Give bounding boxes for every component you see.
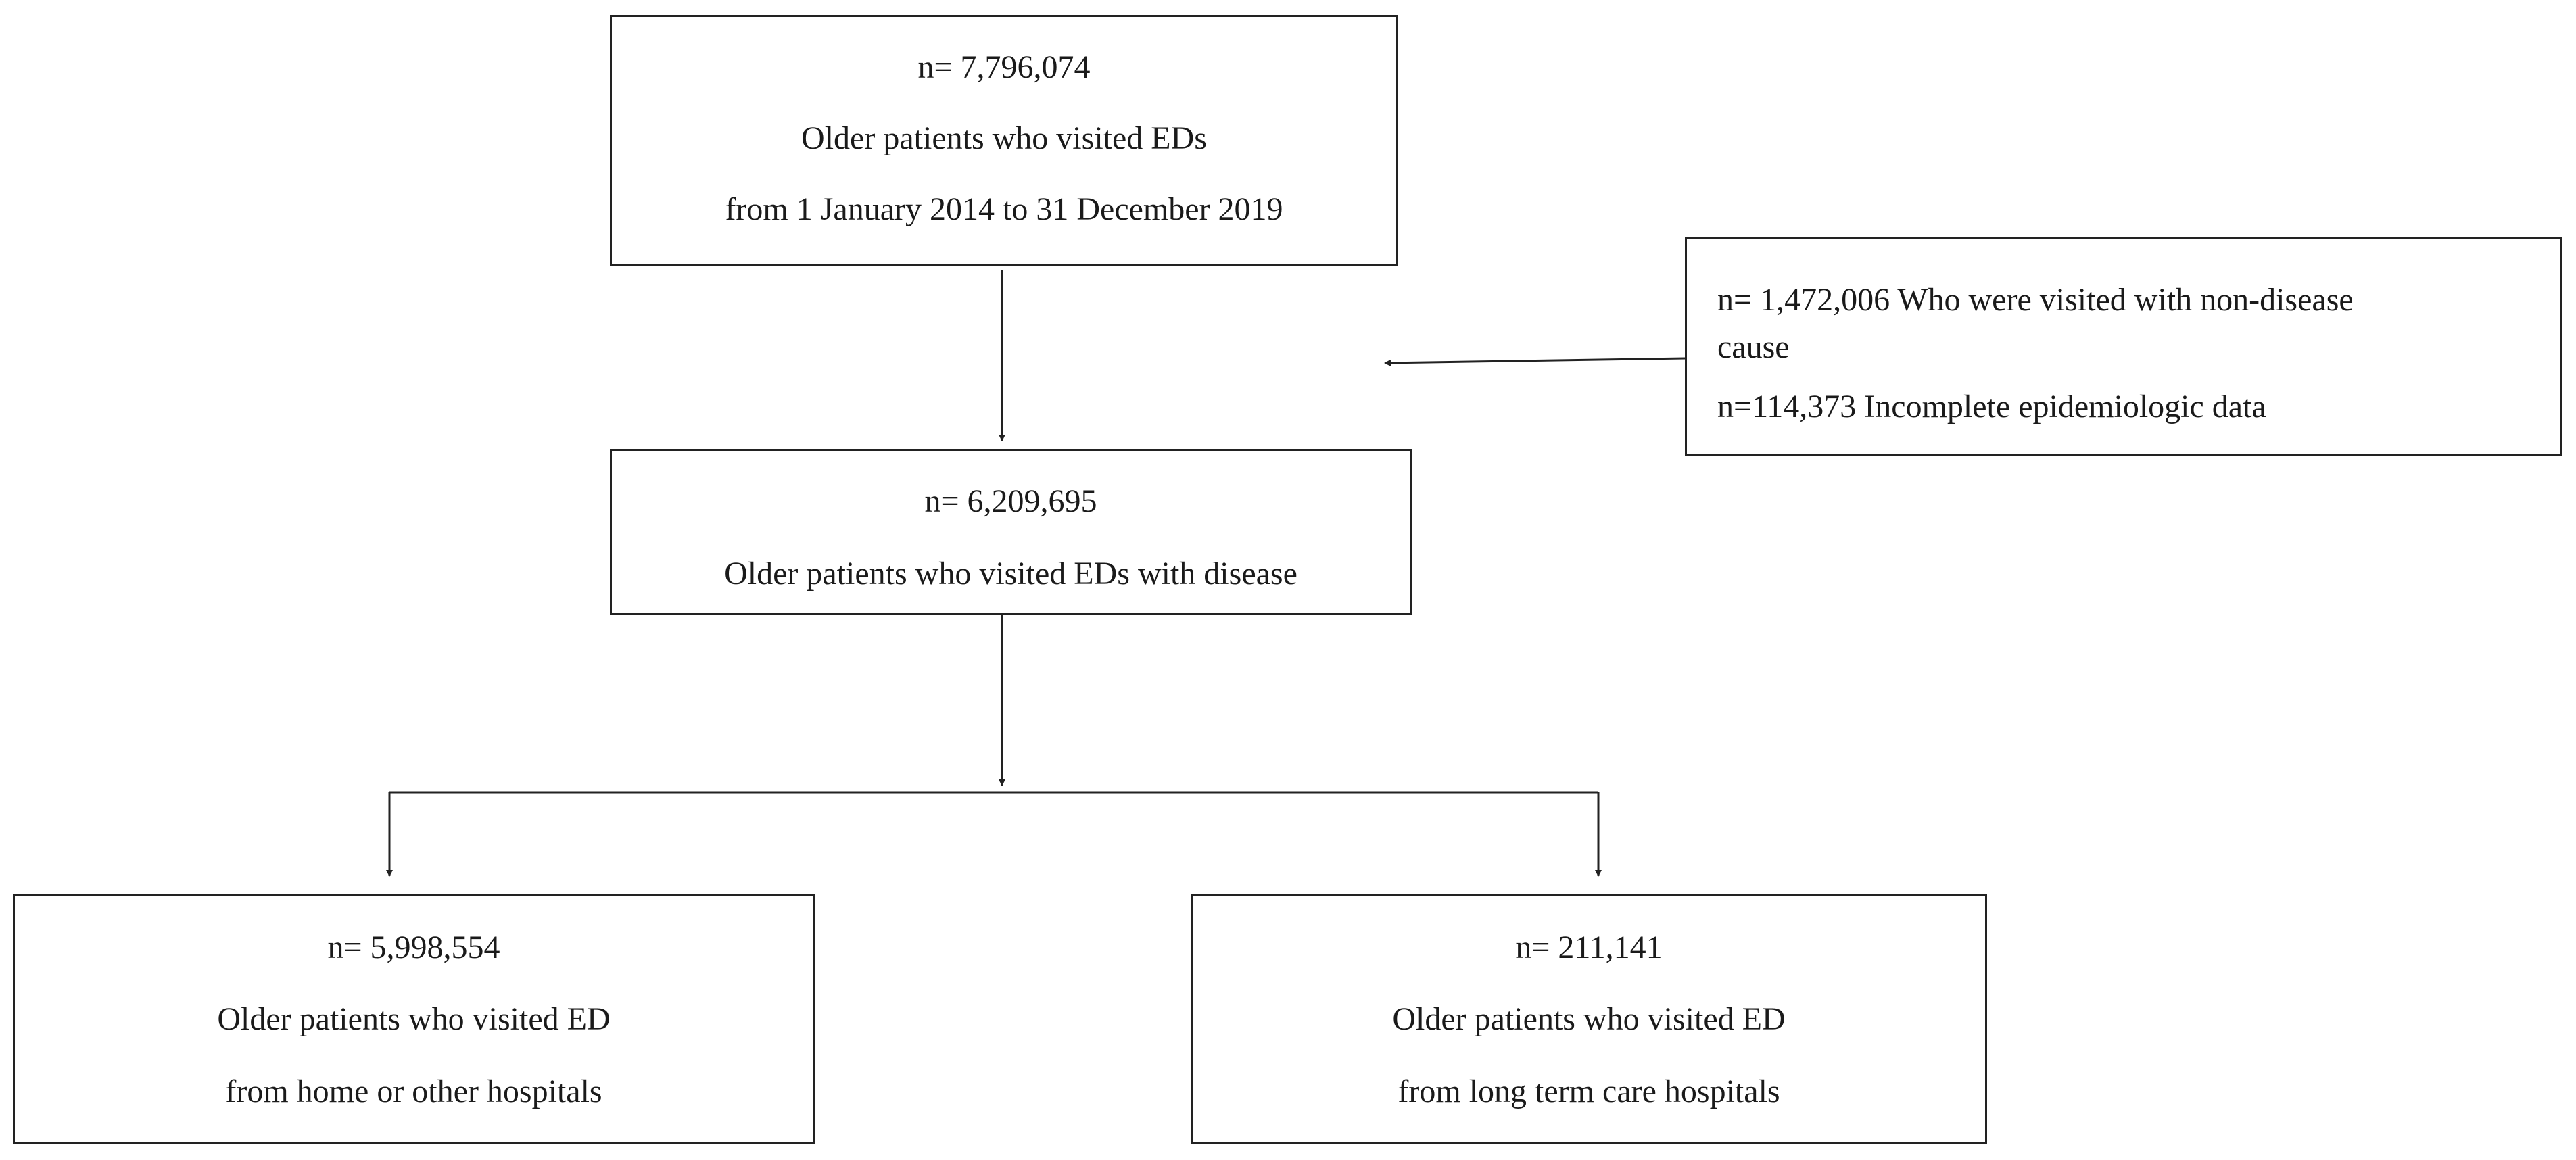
- arrow-exclusion: [1384, 357, 1686, 366]
- ltch-description: Older patients who visited ED: [1392, 1001, 1786, 1037]
- ltch-origin: from long term care hospitals: [1398, 1073, 1780, 1109]
- home-origin-box: n= 5,998,554 Older patients who visited …: [13, 894, 815, 1144]
- ltch-origin-box: n= 211,141 Older patients who visited ED…: [1191, 894, 1987, 1144]
- home-count: n= 5,998,554: [327, 929, 500, 965]
- exclusion-non-disease-cont: cause: [1717, 329, 1790, 365]
- home-origin: from home or other hospitals: [225, 1073, 602, 1109]
- total-count: n= 7,796,074: [917, 49, 1091, 85]
- home-description: Older patients who visited ED: [217, 1001, 611, 1037]
- exclusion-incomplete-data: n=114,373 Incomplete epidemiologic data: [1717, 389, 2266, 425]
- total-date-range: from 1 January 2014 to 31 December 2019: [725, 191, 1283, 227]
- total-visits-box: n= 7,796,074 Older patients who visited …: [610, 15, 1398, 266]
- exclusion-box: n= 1,472,006 Who were visited with non-d…: [1685, 237, 2562, 456]
- total-description: Older patients who visited EDs: [801, 120, 1207, 156]
- disease-description: Older patients who visited EDs with dise…: [724, 556, 1297, 591]
- exclusion-non-disease: n= 1,472,006 Who were visited with non-d…: [1717, 282, 2354, 318]
- disease-count: n= 6,209,695: [924, 483, 1097, 519]
- ltch-count: n= 211,141: [1515, 929, 1663, 965]
- disease-visits-box: n= 6,209,695 Older patients who visited …: [610, 449, 1412, 615]
